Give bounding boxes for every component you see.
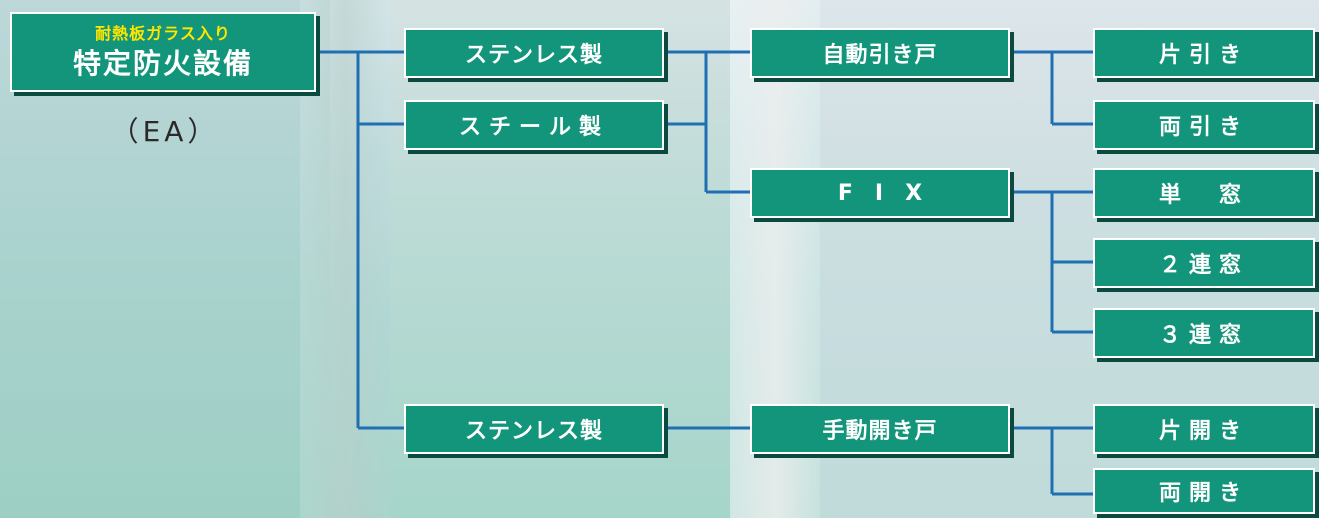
node-fix: FIX xyxy=(750,168,1010,218)
node-label: 両開き xyxy=(1158,481,1249,506)
node-double-window: ２連窓 xyxy=(1093,238,1315,288)
node-label: 片引き xyxy=(1158,43,1249,68)
node-label: 自動引き戸 xyxy=(822,43,938,68)
node-single-swing: 片開き xyxy=(1093,404,1315,454)
node-stainless-top: ステンレス製 xyxy=(404,28,664,78)
node-double-swing: 両開き xyxy=(1093,468,1315,514)
root-node: 耐熱板ガラス入り 特定防火設備 xyxy=(10,12,316,92)
node-label: 両引き xyxy=(1158,115,1249,140)
node-triple-window: ３連窓 xyxy=(1093,308,1315,358)
node-manual-swing-door: 手動開き戸 xyxy=(750,404,1010,454)
root-code: （EA） xyxy=(110,115,220,148)
node-label: 手動開き戸 xyxy=(822,419,938,444)
node-single-slide: 片引き xyxy=(1093,28,1315,78)
node-label: ３連窓 xyxy=(1158,323,1249,348)
node-label: 片開き xyxy=(1158,419,1249,444)
root-subtitle: 耐熱板ガラス入り xyxy=(95,24,231,43)
node-label: 単 窓 xyxy=(1158,183,1249,208)
node-auto-sliding-door: 自動引き戸 xyxy=(750,28,1010,78)
node-label: ステンレス製 xyxy=(464,43,603,68)
node-label: スチール製 xyxy=(458,115,609,140)
node-label: FIX xyxy=(837,180,945,206)
node-label: ステンレス製 xyxy=(464,419,603,444)
node-steel: スチール製 xyxy=(404,100,664,150)
root-title: 特定防火設備 xyxy=(72,47,253,80)
node-single-window: 単 窓 xyxy=(1093,168,1315,218)
node-label: ２連窓 xyxy=(1158,253,1249,278)
node-double-slide: 両引き xyxy=(1093,100,1315,150)
node-stainless-bottom: ステンレス製 xyxy=(404,404,664,454)
